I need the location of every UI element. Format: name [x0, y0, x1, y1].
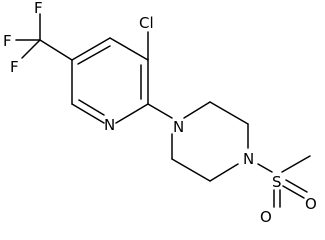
bond-s-methyl — [281, 155, 311, 173]
bond-cf3-to-ring — [39, 39, 73, 61]
bond-group — [15, 13, 311, 208]
atom-f-left: F — [3, 32, 12, 50]
atom-f-bottom: F — [10, 58, 19, 76]
atom-piperazine-nitrogen-4: N — [243, 150, 254, 168]
bond-ring-n1-c6-inner — [78, 99, 105, 116]
atom-pyridine-nitrogen: N — [104, 116, 115, 134]
bond-c2-piperazine-n — [147, 103, 173, 119]
bond-ring-n1-c6 — [71, 103, 105, 124]
atom-oxygen-right: O — [305, 195, 317, 213]
bond-pip-c-top-c-right — [209, 101, 249, 125]
bond-s-o-right-a — [282, 185, 305, 199]
atom-label-group: F F F Cl N N N S O O — [3, 0, 317, 226]
chemical-structure-diagram: F F F Cl N N N S O O — [3, 0, 317, 226]
bond-pip-c-bottom-c-left — [171, 158, 211, 182]
bond-pip-n4-c-bottom — [209, 163, 239, 182]
atom-chlorine: Cl — [139, 14, 154, 32]
bond-ring-c5-c4 — [71, 37, 111, 61]
atom-oxygen-bottom: O — [260, 208, 272, 226]
bond-cf3-f-bottom — [21, 39, 41, 59]
atom-f-top: F — [34, 0, 43, 17]
bond-pip-n1-c-top — [183, 101, 211, 119]
bond-ring-c2-n1 — [115, 103, 149, 124]
bond-ring-c4-c3 — [109, 37, 149, 61]
atom-sulfur: S — [272, 173, 282, 191]
bond-s-o-right-b — [285, 179, 308, 193]
bond-ring-c5-c4-inner — [77, 45, 111, 65]
atom-piperazine-nitrogen-1: N — [173, 118, 184, 136]
bond-n4-s — [257, 163, 273, 173]
